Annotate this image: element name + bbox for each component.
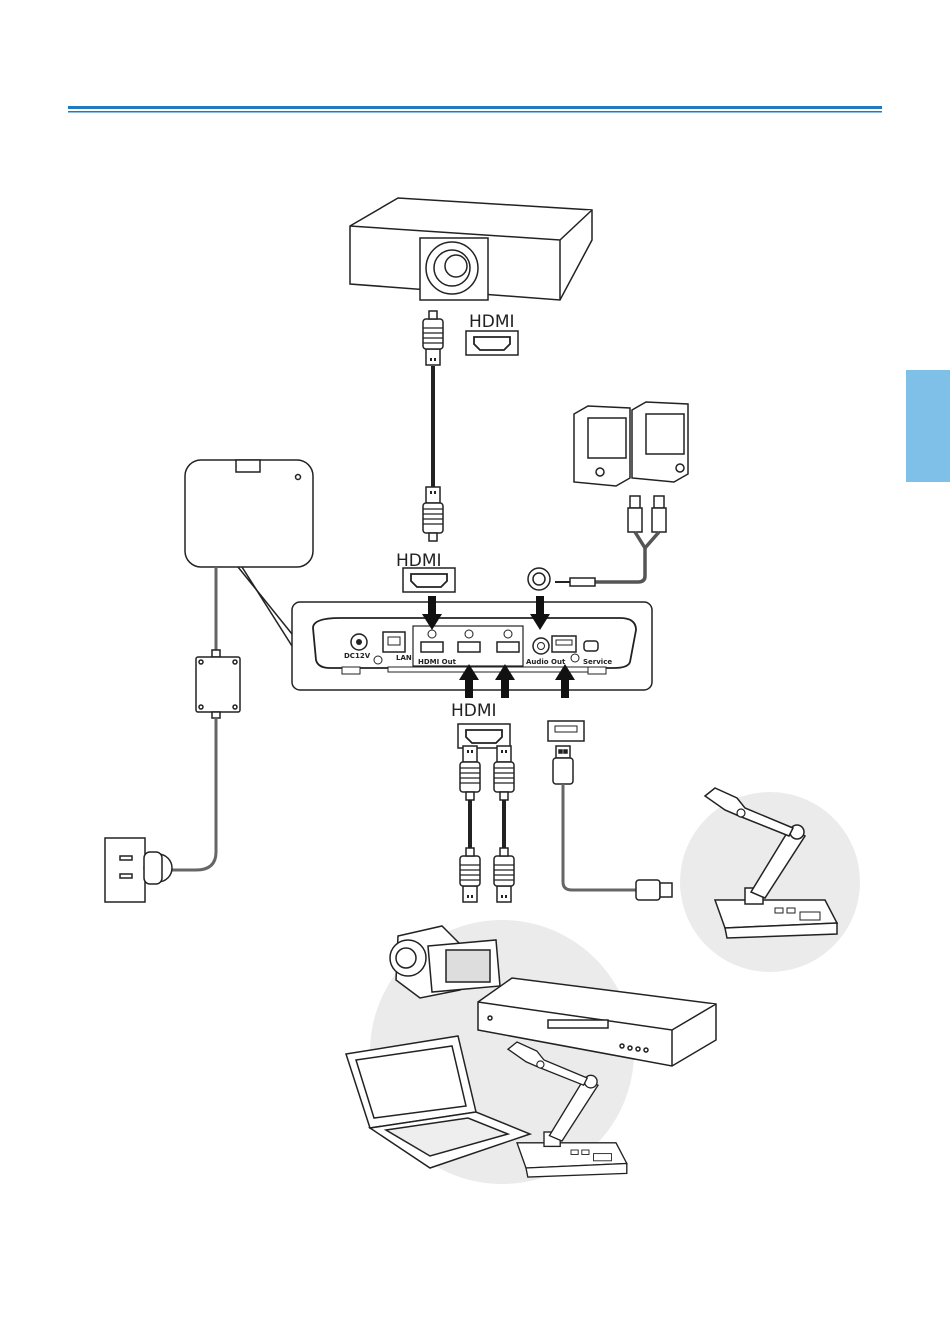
hdmi-plug-icon (423, 487, 443, 541)
audio-jack-icon (528, 568, 550, 590)
hdmi-socket-icon (466, 331, 518, 355)
side-tab[interactable] (906, 370, 950, 482)
projector-icon (350, 198, 592, 300)
usb-cable (553, 746, 672, 900)
port-label-lan: LAN (396, 654, 412, 662)
hdmi-in-socket-icon (458, 724, 510, 748)
header-rule (68, 106, 882, 113)
port-label-audio-out: Audio Out (526, 658, 566, 666)
hdmi-label-projector: HDMI (469, 312, 515, 332)
hdmi-out-socket-icon (403, 568, 455, 592)
speakers-icon (574, 402, 688, 486)
hdmi-plug-icon (460, 746, 480, 800)
audio-cable (555, 496, 666, 586)
hdmi-plug-icon (494, 746, 514, 800)
projector-hdmi-cable (423, 311, 443, 541)
port-label-service: Service (583, 658, 612, 666)
hdmi-plug-icon (423, 311, 443, 365)
hdmi-label-inputs: HDMI (451, 701, 497, 721)
hdmi-plug-icon (460, 848, 480, 902)
input-hdmi-cables (460, 746, 514, 902)
hdmi-plug-icon (494, 848, 514, 902)
hdmi-label-out: HDMI (396, 551, 442, 571)
power-adapter-icon (170, 567, 240, 870)
wall-outlet-icon (105, 838, 172, 902)
usb-socket-icon (548, 721, 584, 741)
port-label-hdmi-out: HDMI Out (418, 658, 457, 666)
port-label-dc: DC12V (344, 652, 371, 660)
